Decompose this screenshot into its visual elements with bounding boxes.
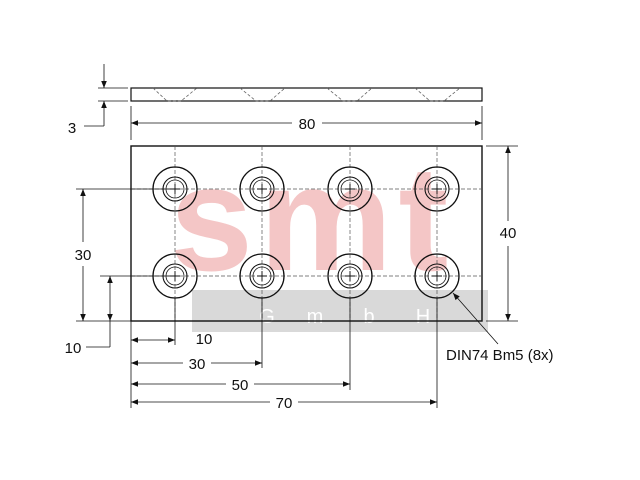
plate-outline: [130, 145, 483, 322]
watermark-letter-b: b: [363, 306, 376, 328]
x-dim-70-label: 70: [276, 395, 293, 412]
thickness-dimension: 3: [68, 64, 128, 137]
watermark: smt G m b H: [170, 134, 488, 332]
hole-pitch-y-dimension: 30: [75, 188, 175, 321]
hole-callout-label: DIN74 Bm5 (8x): [446, 347, 554, 364]
x-dim-10-label: 10: [196, 331, 213, 348]
length-dimension: 80: [130, 106, 483, 140]
hole-centerlines: [131, 146, 482, 321]
x-dim-30-label: 30: [189, 356, 206, 373]
hole: [239, 253, 285, 299]
hole: [327, 166, 373, 212]
hole-callout: DIN74 Bm5 (8x): [446, 292, 554, 364]
length-label: 80: [299, 116, 316, 133]
watermark-letter-g: G: [259, 306, 277, 328]
side-view: [130, 87, 483, 102]
x-dimensions: [130, 298, 438, 408]
watermark-letter-h: H: [416, 306, 432, 328]
hole-pitch-y-label: 30: [75, 247, 92, 264]
width-label: 40: [500, 225, 517, 242]
x-dim-50-label: 50: [232, 377, 249, 394]
edge-offset-y-dimension: 10: [65, 276, 131, 357]
watermark-brand: smt: [170, 134, 455, 302]
watermark-band: [192, 290, 488, 332]
side-view-outline: [130, 87, 483, 102]
side-view-hidden-countersinks: [152, 87, 461, 102]
hole-center-marks: [170, 184, 442, 281]
thickness-label: 3: [68, 120, 76, 137]
hole: [414, 166, 460, 212]
width-dimension: 40: [486, 145, 518, 322]
watermark-letter-m: m: [307, 306, 326, 328]
hole: [239, 166, 285, 212]
edge-offset-y-label: 10: [65, 340, 82, 357]
